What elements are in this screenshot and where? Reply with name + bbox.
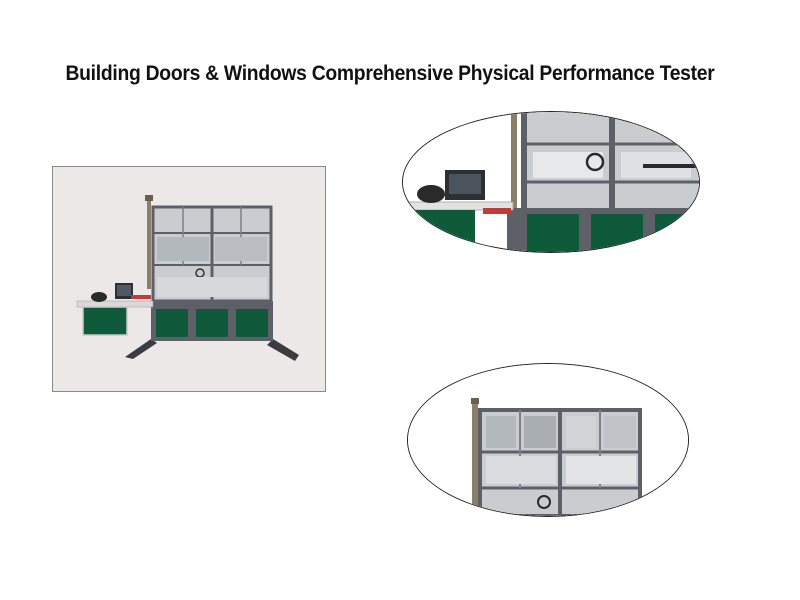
control-cabinet <box>82 306 128 336</box>
valve-wheel-icon <box>537 495 551 509</box>
control-panel-detail-illustration <box>403 112 699 252</box>
page-title: Building Doors & Windows Comprehensive P… <box>65 62 715 85</box>
valve-wheel-icon <box>585 152 605 172</box>
cabinet-door-1 <box>527 214 579 252</box>
control-panel-detail <box>402 111 700 253</box>
cabinet-door-2 <box>196 309 228 337</box>
right-foot <box>267 339 299 361</box>
cabinet-door-3 <box>655 214 699 252</box>
cabinet-door-1 <box>156 309 188 337</box>
tester-machine-illustration <box>76 195 299 361</box>
control-desk <box>76 300 154 308</box>
test-chamber-detail-illustration <box>408 364 688 516</box>
cabinet-door-3 <box>236 309 268 337</box>
main-product-photo <box>52 166 326 392</box>
cabinet-door-2 <box>591 214 643 252</box>
side-pole <box>147 197 151 289</box>
control-cabinet <box>403 210 475 252</box>
left-foot <box>125 339 157 359</box>
test-chamber-detail <box>407 363 689 517</box>
